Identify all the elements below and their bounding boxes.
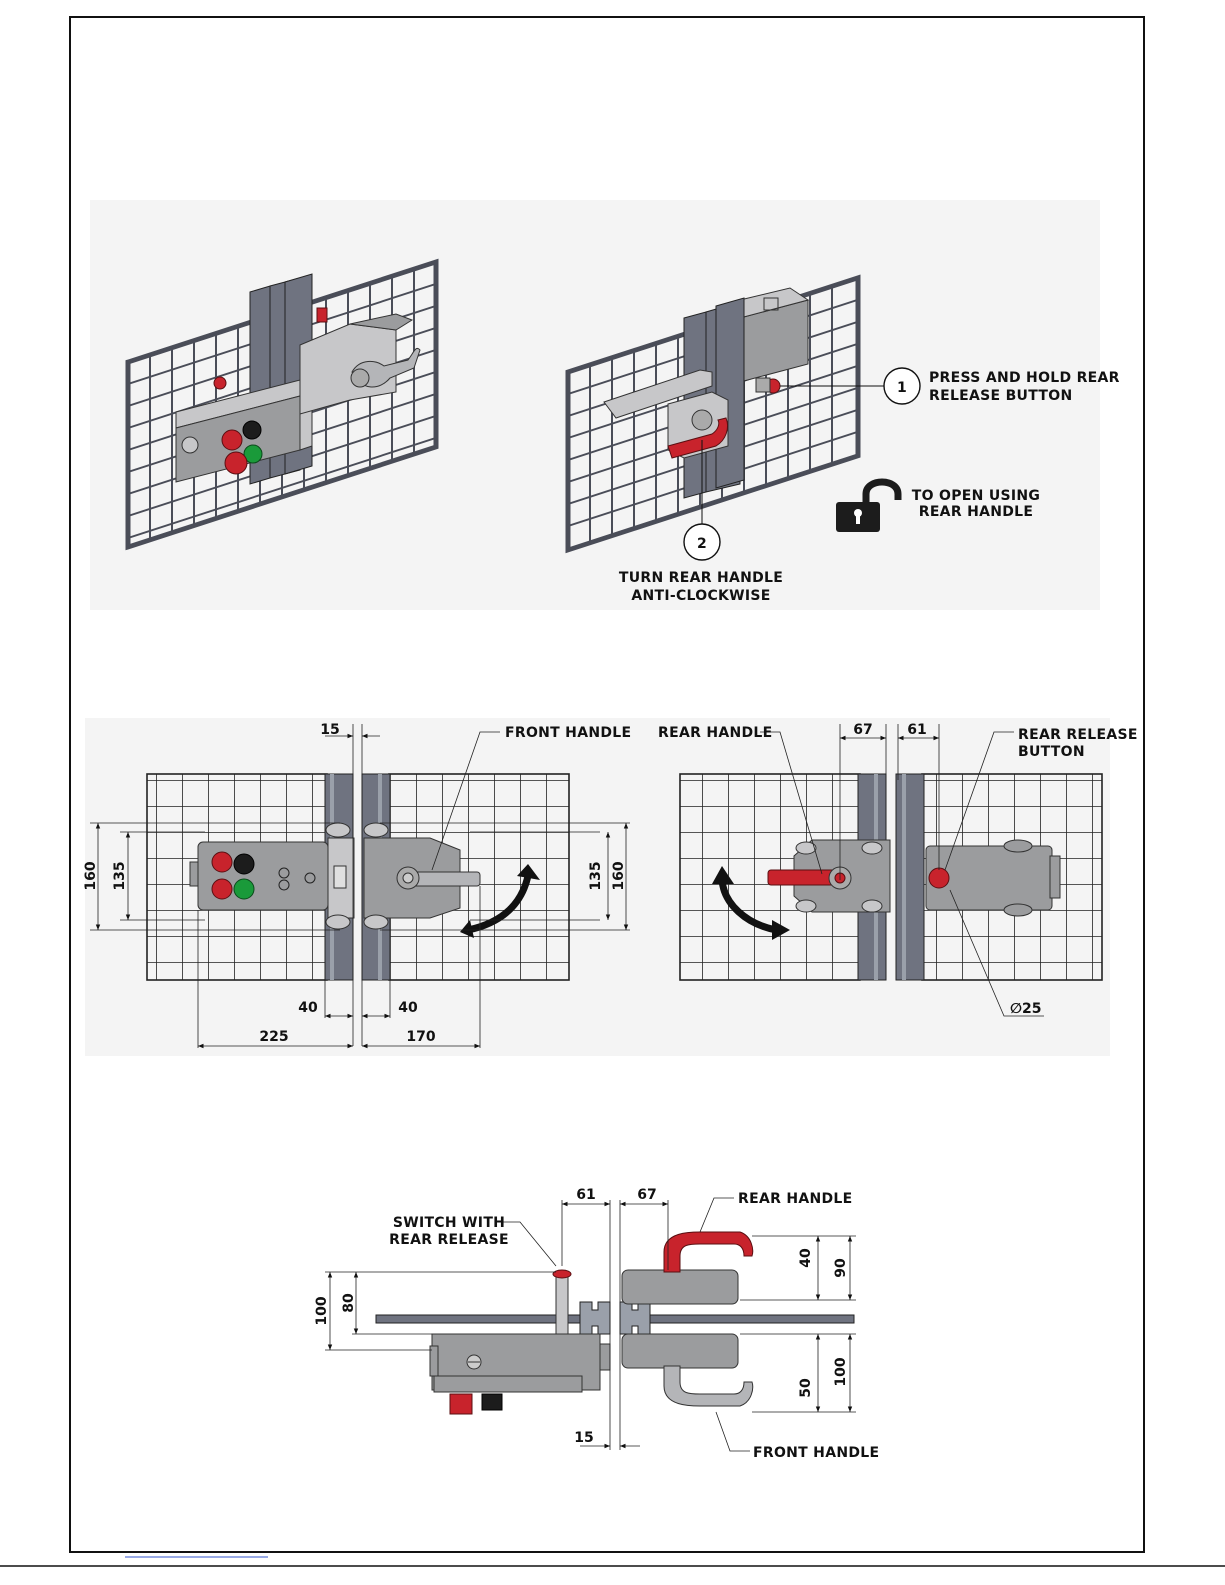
step-2-line-1: TURN REAR HANDLE	[619, 570, 783, 586]
top-mesh-right	[620, 1315, 854, 1323]
top-dim-100-left: 100	[314, 1296, 330, 1325]
top-front-handle-body	[622, 1334, 738, 1368]
callout-1-number: 1	[897, 380, 907, 396]
top-dim-100-right: 100	[833, 1357, 849, 1386]
rear-release-label-1: REAR RELEASE	[1018, 727, 1138, 743]
rear-dim-67: 67	[853, 722, 872, 738]
top-rear-release-button	[553, 1270, 571, 1278]
top-rear-release-stem	[556, 1276, 568, 1334]
top-front-handle-grey	[664, 1366, 753, 1406]
top-black-knob	[482, 1394, 502, 1410]
front-dim-right-offset: 40	[398, 1000, 418, 1016]
top-view: SWITCH WITH REAR RELEASE 61 67 REAR HAND…	[314, 1187, 879, 1461]
front-green-button	[234, 879, 254, 899]
front-switch-box	[198, 842, 328, 910]
rear-dim-diameter: ∅25	[1010, 1001, 1041, 1017]
top-rear-handle-label: REAR HANDLE	[738, 1191, 853, 1207]
rear-release-button	[929, 868, 949, 888]
top-dim-80: 80	[341, 1293, 357, 1313]
open-note-line-2: REAR HANDLE	[919, 504, 1034, 520]
front-handle-label: FRONT HANDLE	[505, 725, 631, 741]
top-red-knob	[450, 1394, 472, 1414]
top-post-right	[620, 1302, 650, 1334]
top-rear-handle-body	[622, 1270, 738, 1304]
top-dim-40: 40	[798, 1248, 814, 1268]
step-1-line-2: RELEASE BUTTON	[929, 388, 1072, 404]
front-dim-left-offset: 40	[298, 1000, 318, 1016]
top-dim-90: 90	[833, 1258, 849, 1278]
front-dim-height-inner-left: 135	[112, 861, 128, 890]
open-note-line-1: TO OPEN USING	[912, 488, 1040, 504]
callout-2-number: 2	[697, 536, 707, 552]
iso-left-red-button-1	[222, 430, 242, 450]
rear-release-label-2: BUTTON	[1018, 744, 1085, 760]
front-dim-right-width: 170	[406, 1029, 435, 1045]
iso-left-black-button	[243, 421, 261, 439]
front-dim-height-outer-right: 160	[611, 861, 627, 890]
top-dim-50: 50	[798, 1378, 814, 1398]
front-red-button-bottom	[212, 879, 232, 899]
top-dim-15: 15	[574, 1430, 593, 1446]
top-post-left	[580, 1302, 610, 1334]
step-2-line-2: ANTI-CLOCKWISE	[631, 588, 770, 604]
top-rear-handle-red	[664, 1232, 753, 1272]
rear-right-post	[896, 774, 924, 980]
front-dim-height-inner-right: 135	[588, 861, 604, 890]
top-dim-61: 61	[576, 1187, 595, 1203]
top-switch-label-2: REAR RELEASE	[389, 1232, 509, 1248]
top-dim-67: 67	[637, 1187, 656, 1203]
step-1-line-1: PRESS AND HOLD REAR	[929, 370, 1120, 386]
top-switch-label-1: SWITCH WITH	[393, 1215, 505, 1231]
rear-handle-label: REAR HANDLE	[658, 725, 773, 741]
front-red-button-top	[212, 852, 232, 872]
top-mesh-left	[376, 1315, 608, 1323]
iso-left-red-button-2	[225, 452, 247, 474]
front-black-button	[234, 854, 254, 874]
front-dim-left-width: 225	[259, 1029, 288, 1045]
rear-dim-61: 61	[907, 722, 926, 738]
front-dim-height-outer-left: 160	[83, 861, 99, 890]
top-front-handle-label: FRONT HANDLE	[753, 1445, 879, 1461]
front-dim-gap: 15	[320, 722, 339, 738]
